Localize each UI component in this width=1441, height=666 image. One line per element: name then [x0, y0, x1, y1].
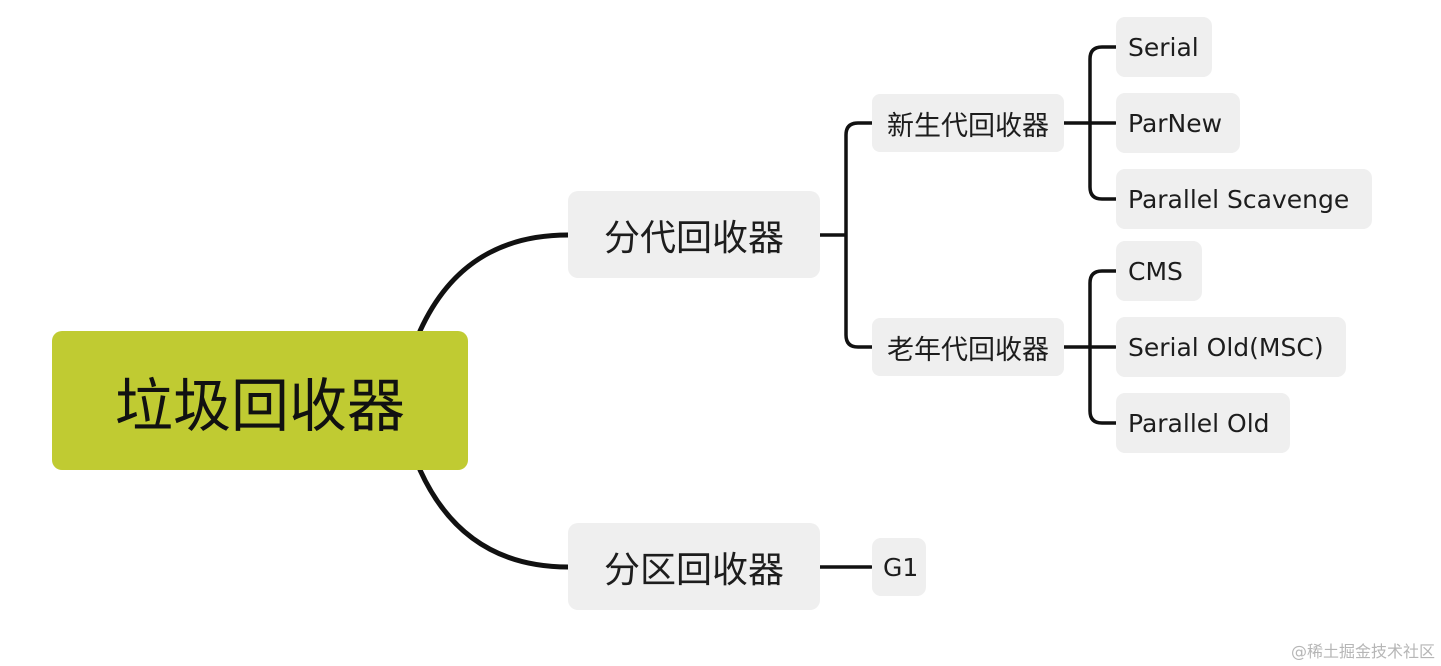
- leaf-node-serial[interactable]: Serial: [1116, 17, 1212, 77]
- leaf-node-serial-old[interactable]: Serial Old(MSC): [1116, 317, 1346, 377]
- connector-old-to-items: [1062, 269, 1118, 425]
- subgroup-node-young[interactable]: 新生代回收器: [872, 94, 1064, 152]
- branch-node-region[interactable]: 分区回收器: [568, 523, 820, 610]
- leaf-node-g1[interactable]: G1: [872, 538, 926, 596]
- leaf-node-parnew[interactable]: ParNew: [1116, 93, 1240, 153]
- connector-root-to-region: [417, 467, 571, 570]
- subgroup-node-old[interactable]: 老年代回收器: [872, 318, 1064, 376]
- connector-generational-to-subgroups: [818, 121, 874, 349]
- connector-root-to-generational: [417, 232, 571, 334]
- root-node[interactable]: 垃圾回收器: [52, 331, 468, 470]
- leaf-node-parallel-scavenge[interactable]: Parallel Scavenge: [1116, 169, 1372, 229]
- leaf-node-parallel-old[interactable]: Parallel Old: [1116, 393, 1290, 453]
- watermark-text: @稀土掘金技术社区: [1290, 642, 1435, 661]
- branch-node-generational[interactable]: 分代回收器: [568, 191, 820, 278]
- connector-young-to-items: [1062, 45, 1118, 201]
- leaf-node-cms[interactable]: CMS: [1116, 241, 1202, 301]
